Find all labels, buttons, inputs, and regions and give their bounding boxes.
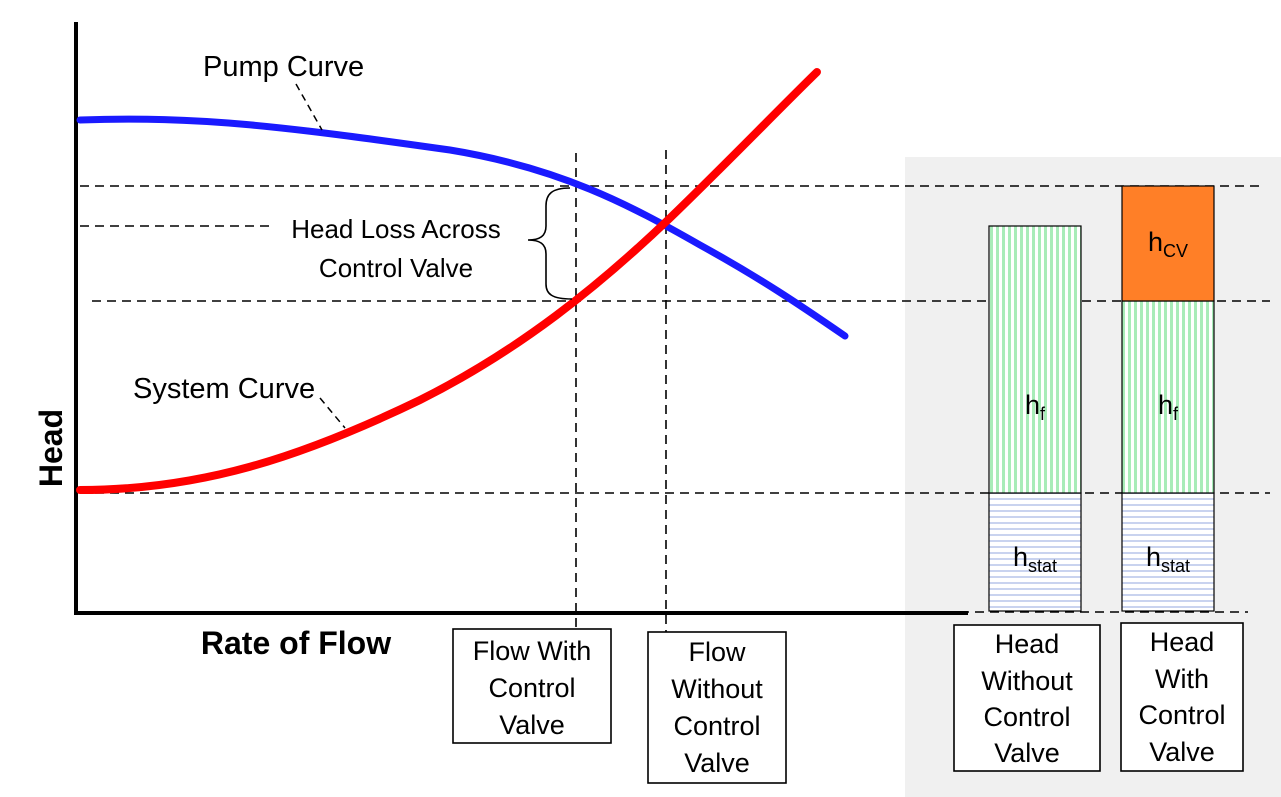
flow-without-valve-box: Flow Without Control Valve xyxy=(647,631,787,784)
axes xyxy=(74,22,968,615)
caption-with-line3: Control xyxy=(1138,700,1225,730)
head-loss-label-bg xyxy=(275,206,525,286)
head-loss-label-line1: Head Loss Across xyxy=(291,214,501,244)
caption-with-line4: Valve xyxy=(1149,737,1215,767)
system-curve-leader xyxy=(319,397,346,429)
pump-curve xyxy=(76,115,849,340)
caption-without-line2: Without xyxy=(981,666,1073,696)
bar-with-hcv-label: hCV xyxy=(1148,227,1188,261)
bar-with-hf-label: hf xyxy=(1158,390,1179,424)
caption-without-line1: Head xyxy=(995,629,1060,659)
flow-without-valve-line3: Control xyxy=(673,711,760,741)
bar-with-hstat-label: hstat xyxy=(1146,542,1190,576)
bar-with-valve: hCV hf hstat xyxy=(1121,185,1215,612)
flow-with-valve-line1: Flow With xyxy=(473,636,592,666)
bar-without-hstat-label: hstat xyxy=(1013,542,1057,576)
head-loss-brace xyxy=(527,187,573,300)
caption-without-line4: Valve xyxy=(994,738,1060,768)
bar-with-hf xyxy=(1121,300,1215,494)
system-curve xyxy=(76,68,821,494)
caption-with-valve-box: Head With Control Valve xyxy=(1120,622,1244,772)
bar-without-hstat xyxy=(988,492,1082,612)
x-axis-label: Rate of Flow xyxy=(201,625,391,661)
head-loss-label-line2: Control Valve xyxy=(319,253,473,283)
bar-with-hstat xyxy=(1121,492,1215,612)
flow-with-valve-box: Flow With Control Valve xyxy=(452,628,612,744)
caption-without-valve-box: Head Without Control Valve xyxy=(953,624,1101,772)
flow-without-valve-line4: Valve xyxy=(684,748,750,778)
pump-curve-leader xyxy=(295,83,323,131)
flow-without-valve-line2: Without xyxy=(671,674,763,704)
bar-with-hcv xyxy=(1121,185,1215,302)
system-curve-label: System Curve xyxy=(133,373,315,405)
caption-with-line1: Head xyxy=(1150,627,1215,657)
pump-curve-label: Pump Curve xyxy=(203,51,364,83)
caption-without-line3: Control xyxy=(983,702,1070,732)
flow-with-valve-line3: Valve xyxy=(499,710,565,740)
flow-without-valve-line1: Flow xyxy=(688,637,746,667)
caption-with-line2: With xyxy=(1155,664,1209,694)
flow-with-valve-line2: Control xyxy=(488,673,575,703)
bar-without-hf-label: hf xyxy=(1025,390,1046,424)
bar-without-hf xyxy=(988,225,1082,494)
bar-without-valve: hf hstat xyxy=(988,225,1082,612)
y-axis-label: Head xyxy=(33,409,69,487)
